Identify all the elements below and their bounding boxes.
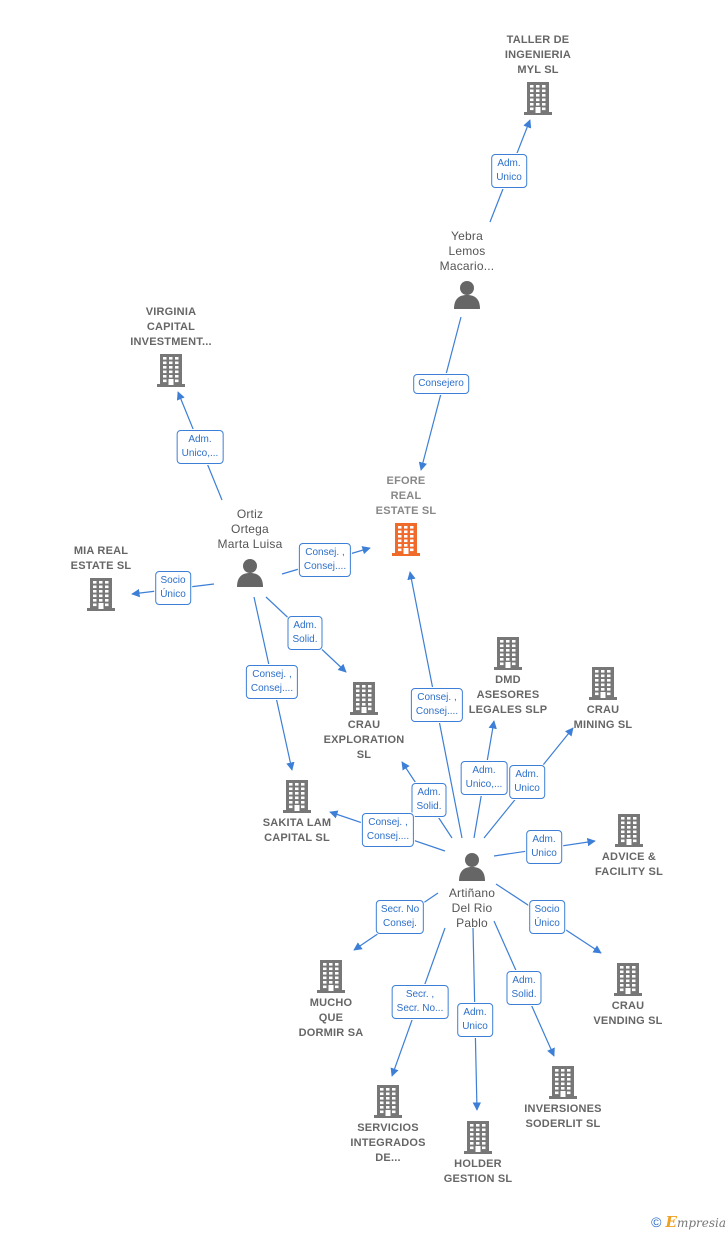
node-virginia[interactable]: VIRGINIA CAPITAL INVESTMENT...	[101, 305, 241, 390]
node-servicios[interactable]: SERVICIOS INTEGRADOS DE...	[318, 1081, 458, 1166]
node-label[interactable]: CRAU VENDING SL	[593, 1000, 663, 1027]
building-icon[interactable]	[277, 776, 317, 816]
edge-label-ortiz-to-mia[interactable]: Socio Único	[155, 571, 191, 605]
edge-label-artinano-to-advice[interactable]: Adm. Unico	[526, 830, 562, 864]
building-icon[interactable]	[518, 78, 558, 118]
edge-label-yebra-to-taller[interactable]: Adm. Unico	[491, 154, 527, 188]
node-label[interactable]: SAKITA LAM CAPITAL SL	[262, 817, 332, 844]
edge-label-artinano-to-servicios[interactable]: Secr. , Secr. No...	[391, 985, 449, 1019]
building-icon[interactable]	[344, 678, 384, 718]
building-icon[interactable]	[368, 1081, 408, 1121]
copyright-icon: ©	[651, 1214, 662, 1230]
node-artinano[interactable]: Artiñano Del Rio Pablo	[402, 846, 542, 931]
edge-label-artinano-to-inversiones[interactable]: Adm. Solid.	[506, 971, 542, 1005]
person-icon[interactable]	[447, 274, 487, 314]
building-icon[interactable]	[608, 959, 648, 999]
footer-brand[interactable]: © Empresia	[651, 1213, 726, 1231]
node-ortiz[interactable]: Ortiz Ortega Marta Luisa	[180, 507, 320, 592]
building-icon[interactable]	[311, 956, 351, 996]
edge-label-artinano-to-holder[interactable]: Adm. Unico	[457, 1003, 493, 1037]
edge-label-artinano-to-efore[interactable]: Consej. , Consej....	[410, 688, 464, 722]
node-label[interactable]: CRAU MINING SL	[573, 704, 633, 731]
edge-label-artinano-to-sakita[interactable]: Consej. , Consej....	[361, 813, 415, 847]
node-sakita[interactable]: SAKITA LAM CAPITAL SL	[227, 776, 367, 846]
node-label[interactable]: MUCHO QUE DORMIR SA	[298, 997, 364, 1039]
building-icon[interactable]	[609, 810, 649, 850]
node-label[interactable]: DMD ASESORES LEGALES SLP	[468, 674, 548, 716]
node-crauvend[interactable]: CRAU VENDING SL	[558, 959, 698, 1029]
node-yebra[interactable]: Yebra Lemos Macario...	[397, 229, 537, 314]
node-label[interactable]: INVERSIONES SODERLIT SL	[524, 1103, 602, 1130]
node-label[interactable]: TALLER DE INGENIERIA MYL SL	[504, 34, 572, 76]
node-advice[interactable]: ADVICE & FACILITY SL	[559, 810, 699, 880]
node-mia[interactable]: MIA REAL ESTATE SL	[31, 544, 171, 614]
node-label[interactable]: EFORE REAL ESTATE SL	[375, 475, 437, 517]
building-icon[interactable]	[151, 350, 191, 390]
node-label[interactable]: ADVICE & FACILITY SL	[594, 851, 663, 878]
node-label[interactable]: HOLDER GESTION SL	[443, 1158, 513, 1185]
edge-label-artinano-to-mucho[interactable]: Secr. No Consej.	[375, 900, 425, 934]
person-icon[interactable]	[230, 552, 270, 592]
edge-label-artinano-to-crauexp[interactable]: Adm. Solid.	[411, 783, 447, 817]
building-icon[interactable]	[458, 1117, 498, 1157]
building-icon[interactable]	[488, 633, 528, 673]
node-label[interactable]: CRAU EXPLORATION SL	[323, 719, 405, 761]
edge-label-ortiz-to-sakita[interactable]: Consej. , Consej....	[245, 665, 299, 699]
edge-label-ortiz-to-crauexp[interactable]: Adm. Solid.	[287, 616, 323, 650]
edge-label-artinano-to-craumin[interactable]: Adm. Unico	[509, 765, 545, 799]
node-taller[interactable]: TALLER DE INGENIERIA MYL SL	[468, 33, 608, 118]
building-icon[interactable]	[543, 1062, 583, 1102]
brand-logo: Empresia	[665, 1213, 727, 1231]
edge-label-artinano-to-dmd[interactable]: Adm. Unico,...	[460, 761, 508, 795]
node-inversiones[interactable]: INVERSIONES SODERLIT SL	[493, 1062, 633, 1132]
node-efore[interactable]: EFORE REAL ESTATE SL	[336, 474, 476, 559]
node-crauexp[interactable]: CRAU EXPLORATION SL	[294, 678, 434, 763]
node-mucho[interactable]: MUCHO QUE DORMIR SA	[261, 956, 401, 1041]
node-label[interactable]: MIA REAL ESTATE SL	[70, 545, 132, 572]
edge-label-artinano-to-crauvend[interactable]: Socio Único	[529, 900, 565, 934]
edge-label-ortiz-to-efore[interactable]: Consej. , Consej....	[298, 543, 352, 577]
node-label[interactable]: Artiñano Del Rio Pablo	[448, 886, 496, 930]
person-icon[interactable]	[452, 846, 492, 886]
node-label[interactable]: SERVICIOS INTEGRADOS DE...	[350, 1122, 426, 1164]
edge-label-yebra-to-efore[interactable]: Consejero	[413, 374, 469, 394]
node-holder[interactable]: HOLDER GESTION SL	[408, 1117, 548, 1187]
node-label[interactable]: Ortiz Ortega Marta Luisa	[217, 507, 283, 551]
node-craumin[interactable]: CRAU MINING SL	[533, 663, 673, 733]
building-icon[interactable]	[386, 519, 426, 559]
node-dmd[interactable]: DMD ASESORES LEGALES SLP	[438, 633, 578, 718]
node-label[interactable]: Yebra Lemos Macario...	[439, 229, 495, 273]
node-label[interactable]: VIRGINIA CAPITAL INVESTMENT...	[130, 306, 212, 348]
edge-label-ortiz-to-virginia[interactable]: Adm. Unico,...	[176, 430, 224, 464]
building-icon[interactable]	[583, 663, 623, 703]
building-icon[interactable]	[81, 574, 121, 614]
